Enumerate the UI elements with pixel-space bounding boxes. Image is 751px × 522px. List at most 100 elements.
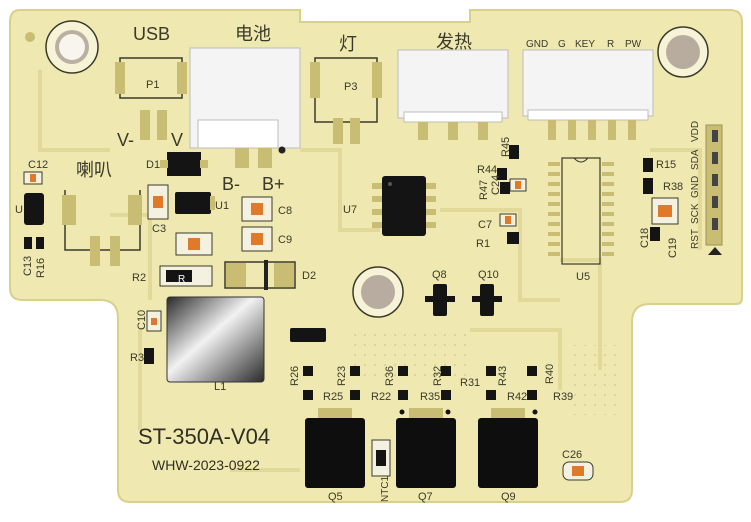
ref-r43: R43 (497, 366, 509, 386)
ic-u (24, 193, 44, 225)
fiducial (25, 32, 35, 42)
ref-c13: C13 (22, 256, 34, 276)
ic-u1 (175, 192, 215, 214)
resistors (24, 145, 660, 400)
ref-r47: R47 (478, 180, 490, 200)
ref-c9: C9 (278, 234, 292, 246)
label-b-minus: B- (222, 174, 240, 194)
ref-q5: Q5 (328, 491, 343, 503)
connector-battery (189, 47, 301, 168)
mounting-hole-center (352, 266, 404, 318)
ref-c12: C12 (28, 159, 48, 171)
ref-r1: R1 (476, 238, 490, 250)
ref-u5: U5 (576, 271, 590, 283)
ic-u7 (372, 176, 436, 236)
ref-c8: C8 (278, 205, 292, 217)
ref-r39: R39 (553, 391, 573, 403)
ref-r42: R42 (507, 391, 527, 403)
ref-r16: R16 (35, 258, 47, 278)
mosfet-q7 (396, 408, 456, 488)
ref-q9: Q9 (501, 491, 516, 503)
ref-p3: P3 (344, 81, 357, 93)
ref-r35: R35 (420, 391, 440, 403)
mounting-hole-left (45, 20, 99, 74)
via-field-2 (570, 345, 620, 415)
via-field (350, 330, 470, 380)
ref-u: U (15, 204, 23, 216)
pin1-markers (399, 409, 538, 415)
ref-q7: Q7 (418, 491, 433, 503)
mosfet-q5 (305, 408, 365, 488)
connector-heater (397, 49, 509, 140)
pin-label-r: R (607, 39, 614, 50)
ref-d1: D1 (146, 159, 160, 171)
connector-5pin (522, 49, 654, 140)
ref-r36: R36 (384, 366, 396, 386)
connector-p1 (115, 57, 187, 140)
board-model: ST-350A-V04 (138, 424, 270, 449)
ref-c24: C24 (490, 175, 502, 195)
ref-r15: R15 (656, 159, 676, 171)
prog-pin-sda: SDA (690, 149, 701, 170)
label-usb: USB (133, 24, 170, 44)
ref-r25: R25 (323, 391, 343, 403)
ref-r2: R2 (132, 272, 146, 284)
ref-ntc1: NTC1 (380, 475, 391, 502)
mark-r: R (178, 274, 185, 285)
ref-q8: Q8 (432, 269, 447, 281)
resistor-r2 (159, 265, 213, 287)
pin-label-gnd: GND (526, 39, 548, 50)
ref-c18: C18 (639, 228, 651, 248)
ref-r31: R31 (460, 377, 480, 389)
ref-u7: U7 (343, 204, 357, 216)
ref-q10: Q10 (478, 269, 499, 281)
thermistor-ntc1 (371, 439, 391, 477)
mosfet-q9 (478, 408, 538, 488)
label-battery: 电池 (235, 24, 271, 44)
ref-r22: R22 (371, 391, 391, 403)
ref-r40: R40 (544, 364, 556, 384)
ref-d2: D2 (302, 270, 316, 282)
ref-r38: R38 (663, 181, 683, 193)
ref-r26: R26 (289, 366, 301, 386)
transistor-q8 (425, 284, 455, 316)
prog-pin-sck: SCK (690, 203, 701, 224)
label-heater: 发热 (436, 32, 472, 52)
pin-label-key: KEY (575, 39, 595, 50)
ic-u5-footprint (548, 157, 614, 265)
connector-p3 (310, 57, 382, 144)
prog-pin-vdd: VDD (690, 121, 701, 142)
ref-u1: U1 (215, 200, 229, 212)
transistor-small (290, 328, 326, 342)
copper-traces (38, 70, 702, 472)
ref-c26: C26 (562, 449, 582, 461)
ref-r23: R23 (336, 366, 348, 386)
ref-p1: P1 (146, 79, 159, 91)
speaker-footprint (62, 190, 142, 266)
transistor-q10 (472, 284, 502, 316)
label-v-minus: V- (117, 130, 134, 150)
inductor-l1 (166, 296, 265, 383)
pin-label-pw: PW (625, 39, 642, 50)
diode-d1 (160, 152, 208, 176)
ref-r45: R45 (500, 137, 512, 157)
ref-r32: R32 (432, 366, 444, 386)
capacitors (23, 171, 679, 481)
prog-pin-rst: RST (690, 229, 701, 249)
label-speaker: 喇叭 (76, 160, 112, 180)
ref-r3: R3 (130, 352, 144, 364)
board-date-code: WHW-2023-0922 (152, 457, 260, 473)
pin-label-g: G (558, 39, 566, 50)
ref-r44: R44 (477, 164, 497, 176)
ref-l1: L1 (214, 381, 226, 393)
ref-c3: C3 (152, 223, 166, 235)
connector-programming (705, 124, 723, 255)
ref-c19: C19 (667, 238, 679, 258)
label-v-plus: V (171, 130, 183, 150)
ref-c10: C10 (136, 310, 148, 330)
mounting-hole-right (657, 26, 709, 78)
diode-d2 (224, 260, 296, 290)
ref-c7: C7 (478, 219, 492, 231)
